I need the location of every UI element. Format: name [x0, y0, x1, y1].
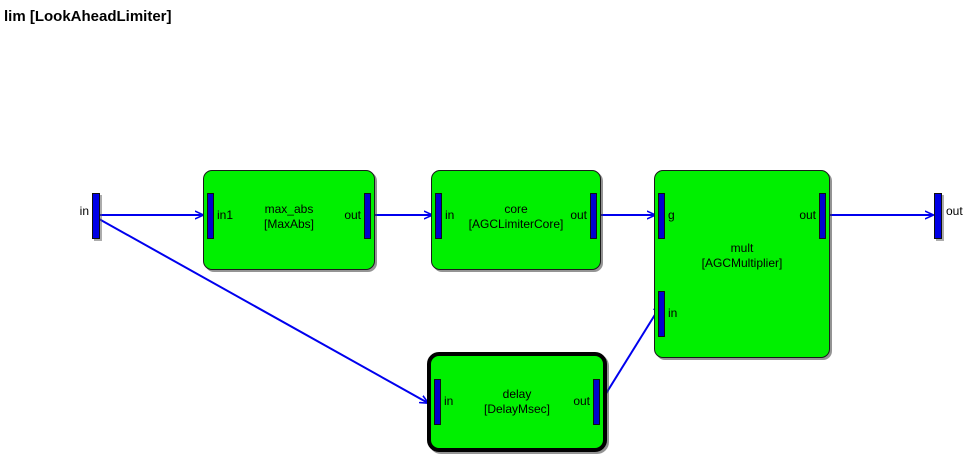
port-mult-g[interactable] — [658, 193, 665, 239]
wire-delay-to-mult-in[interactable] — [601, 305, 661, 401]
input-port[interactable] — [92, 193, 100, 239]
port-label-delay-out: out — [573, 394, 590, 408]
port-max_abs-in1[interactable] — [207, 193, 214, 239]
page-title: lim [LookAheadLimiter] — [4, 8, 172, 25]
port-max_abs-out[interactable] — [364, 193, 371, 239]
output-port-label: out — [946, 204, 963, 218]
port-label-mult-out: out — [799, 208, 816, 222]
port-delay-in[interactable] — [434, 379, 441, 425]
port-delay-out[interactable] — [593, 379, 600, 425]
port-core-in[interactable] — [435, 193, 442, 239]
port-label-delay-in: in — [444, 394, 454, 408]
block-mult[interactable]: mult [AGCMultiplier] g in out — [654, 170, 830, 358]
input-port-label: in — [79, 204, 89, 218]
port-core-out[interactable] — [590, 193, 597, 239]
port-label-max_abs-in1: in1 — [217, 208, 234, 222]
port-label-mult-in: in — [668, 306, 678, 320]
block-label-mult: mult [AGCMultiplier] — [701, 241, 783, 270]
output-port[interactable] — [934, 193, 942, 239]
port-label-core-in: in — [445, 208, 455, 222]
port-mult-in[interactable] — [658, 291, 665, 337]
port-label-mult-g: g — [668, 208, 675, 222]
port-mult-out[interactable] — [819, 193, 826, 239]
port-label-core-out: out — [570, 208, 587, 222]
port-label-max_abs-out: out — [344, 208, 361, 222]
